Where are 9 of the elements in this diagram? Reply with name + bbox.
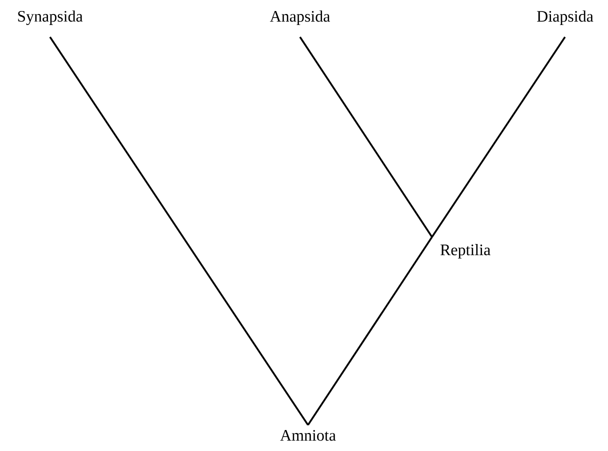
branch-line: [299, 36, 433, 238]
clade-label: Diapsida: [537, 10, 594, 25]
branch-line: [49, 36, 309, 426]
clade-label: Amniota: [280, 430, 336, 441]
branch-line: [307, 236, 433, 426]
clade-label: Synapsida: [18, 10, 83, 25]
clade-label: Anapsida: [270, 10, 330, 25]
branch-line: [431, 36, 566, 238]
clade-label: Reptilia: [440, 244, 490, 258]
